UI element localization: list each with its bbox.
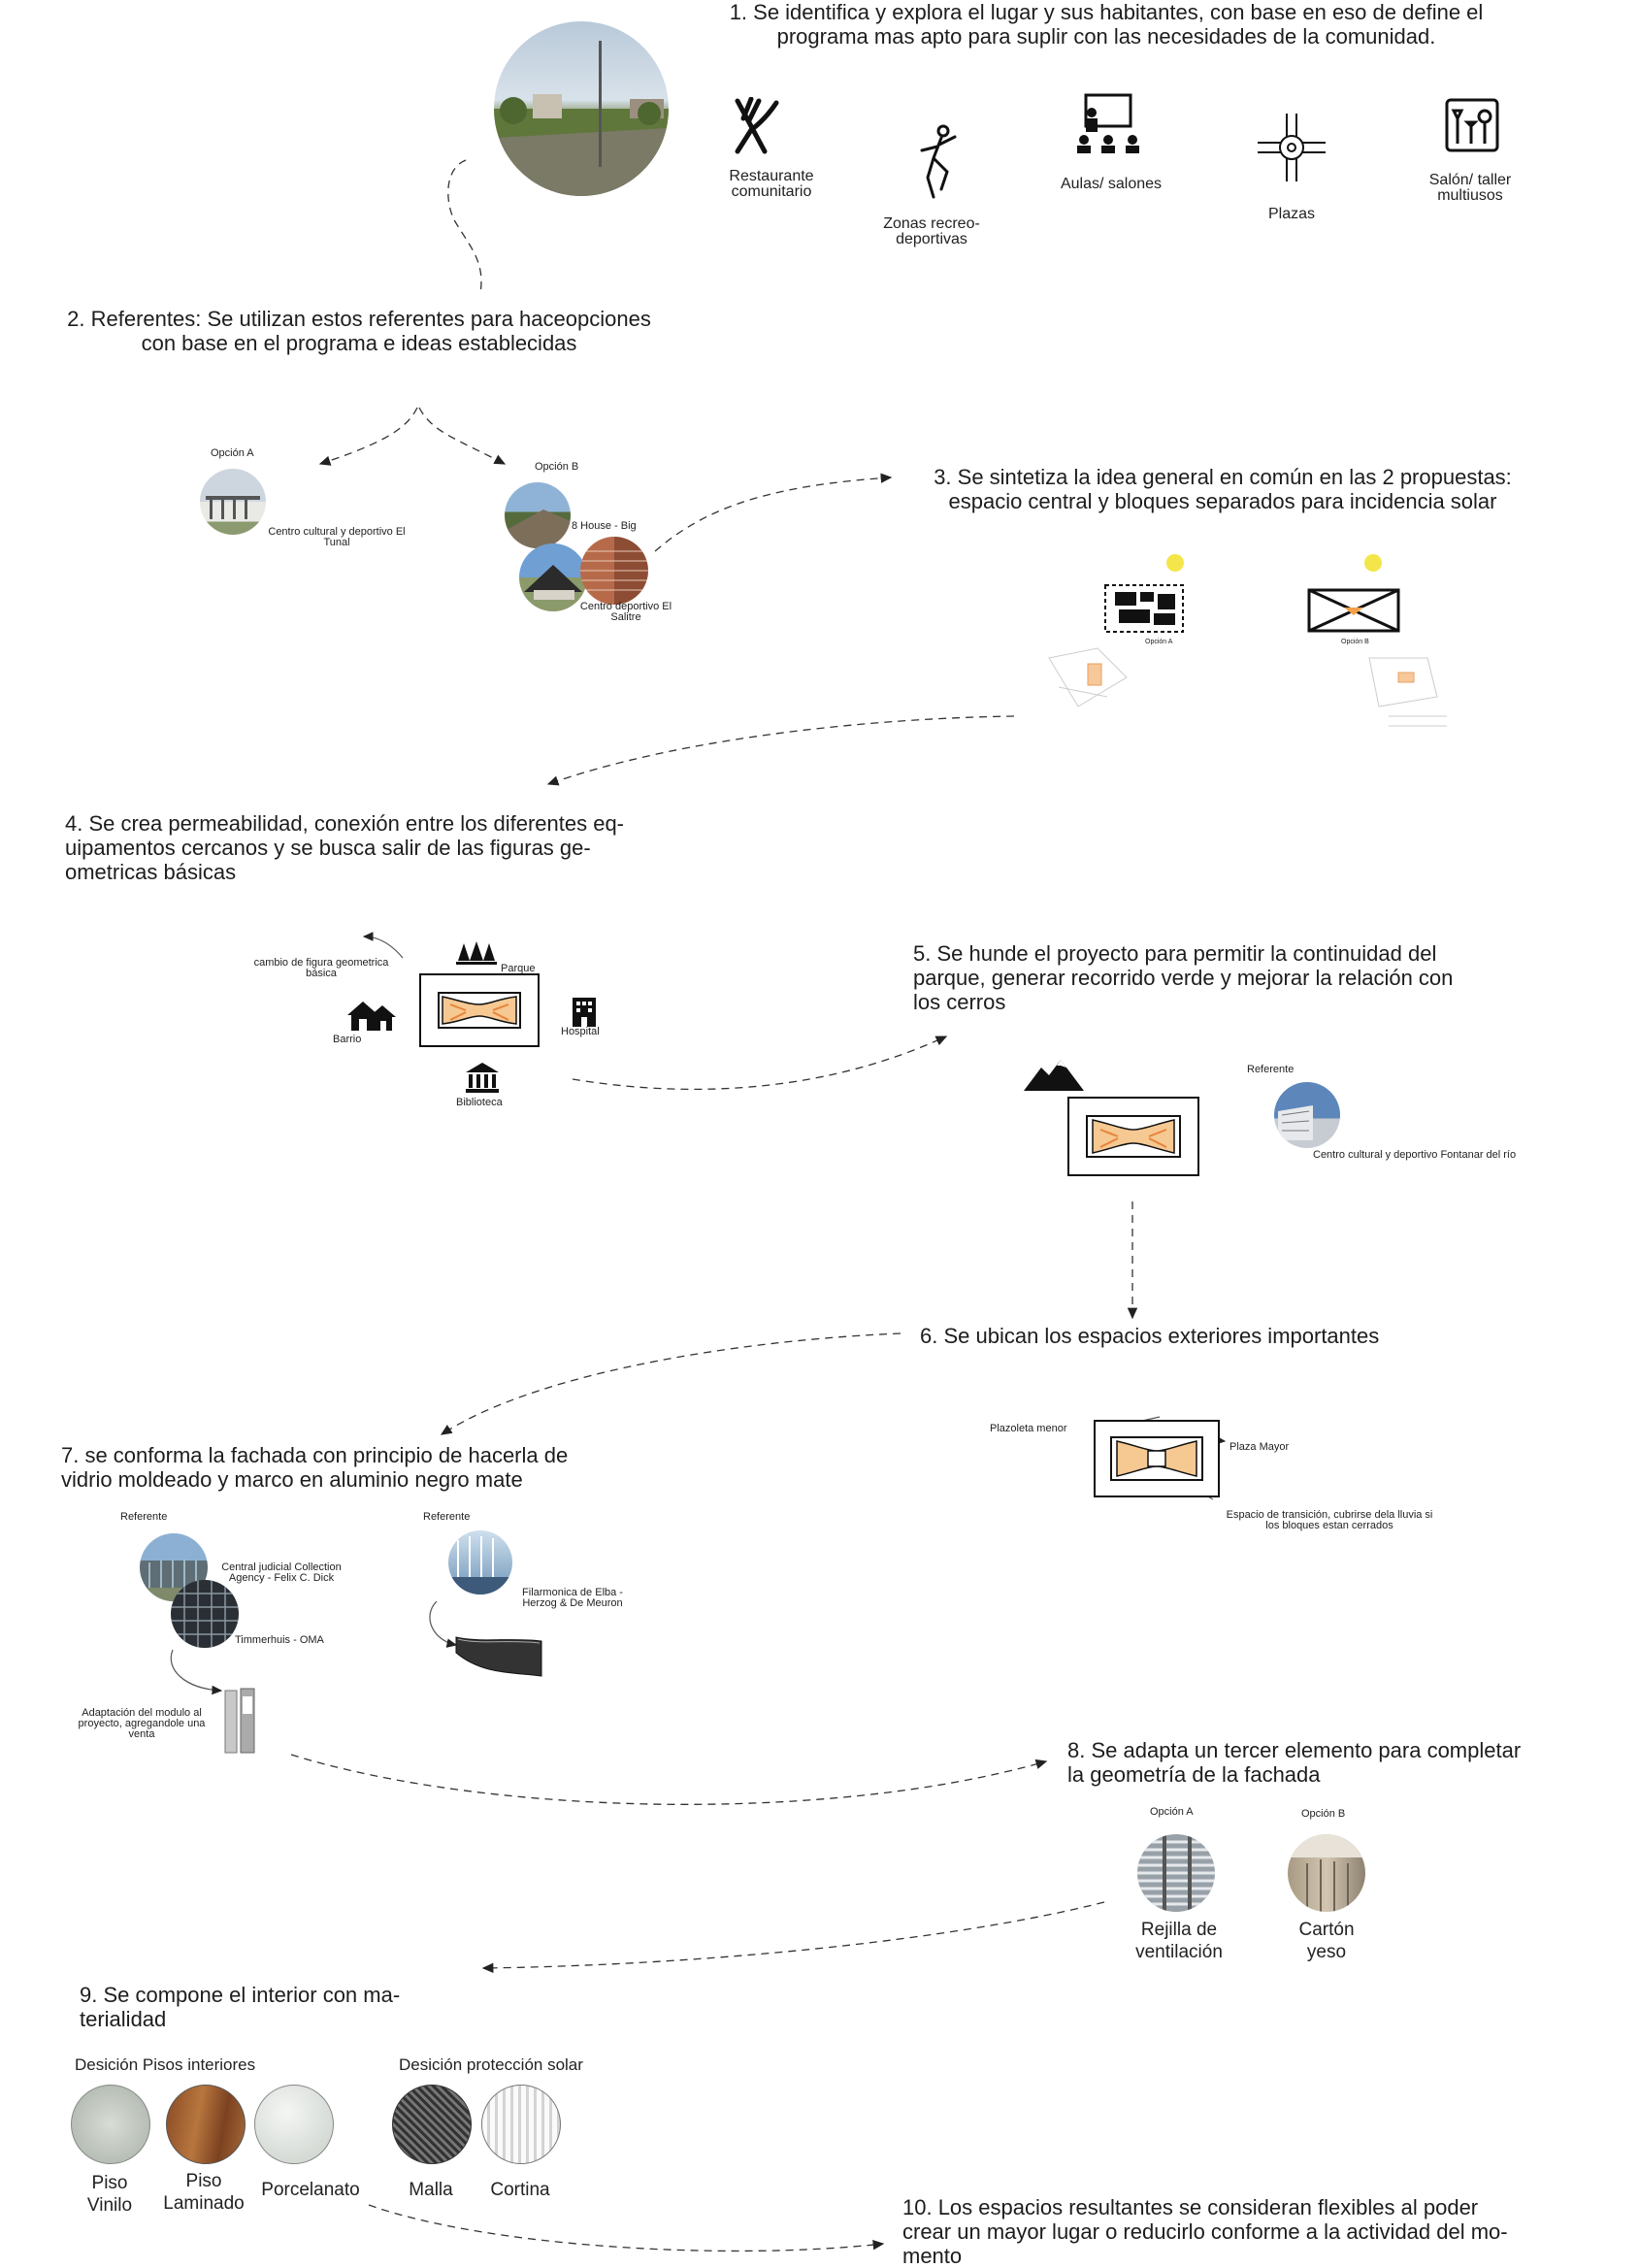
- connector-1-2: [447, 159, 482, 294]
- step4-text: 4. Se crea permeabilidad, conexión entre…: [65, 811, 625, 884]
- tunal-photo: [200, 469, 266, 535]
- timmerhuis-caption: Timmerhuis - OMA: [235, 1634, 324, 1646]
- program-label-classroom: Aulas/ salones: [1060, 176, 1163, 192]
- mountain-icon: [1024, 1058, 1084, 1093]
- site-photo: [494, 21, 669, 196]
- neighborhood-label: Barrio: [333, 1034, 362, 1045]
- main-plaza-label: Plaza Mayor: [1229, 1441, 1290, 1453]
- mesh-swatch: [392, 2085, 472, 2164]
- timmerhuis-photo: [171, 1580, 239, 1648]
- connector-4-5: [572, 1035, 948, 1091]
- elbphilharmonie-photo: [448, 1530, 512, 1594]
- floors-heading: Desición Pisos interiores: [75, 2055, 256, 2074]
- roundabout-icon: [1258, 114, 1326, 181]
- 8house-photo: [505, 482, 571, 548]
- curtain-swatch: [481, 2085, 561, 2164]
- porcelain-swatch: [254, 2085, 334, 2164]
- facade-module: [223, 1687, 258, 1755]
- step7-referent2-label: Referente: [423, 1511, 471, 1523]
- mesh-label: Malla: [409, 2180, 453, 2200]
- sun-icon-a: [1166, 554, 1184, 572]
- ventilation-grille-photo: [1137, 1834, 1215, 1912]
- step1-text: 1. Se identifica y explora el lugar y su…: [729, 0, 1484, 49]
- tools-icon: [1444, 97, 1500, 153]
- step8-option-b-label: Opción B: [1301, 1808, 1346, 1820]
- connector-8-9: [481, 1901, 1105, 1974]
- sun-icon-b: [1364, 554, 1382, 572]
- option-a-massing: [1104, 584, 1184, 633]
- park-icon: [456, 941, 497, 967]
- drywall-photo: [1288, 1834, 1365, 1912]
- salitre-photo-2: [580, 537, 648, 605]
- step9-text: 9. Se compone el interior con ma- terial…: [80, 1983, 401, 2031]
- porcelain-label: Porcelanato: [261, 2180, 360, 2200]
- program-label-plazas: Plazas: [1267, 206, 1316, 222]
- fontanar-caption: Centro cultural y deportivo Fontanar del…: [1313, 1149, 1517, 1161]
- library-icon: [466, 1063, 499, 1094]
- dancer-icon: [912, 121, 961, 199]
- connector-7-8: [290, 1754, 1048, 1805]
- hospital-label: Hospital: [561, 1026, 600, 1037]
- step4-plan: [419, 973, 540, 1047]
- option-b-label: Opción B: [535, 461, 579, 473]
- fork-knife-icon: [730, 96, 784, 155]
- connector-3-4: [546, 715, 1015, 786]
- step5-plan: [1067, 1097, 1199, 1176]
- curved-glass-module: [452, 1624, 543, 1678]
- park-label: Parque: [501, 963, 536, 974]
- connector-2-3: [654, 473, 893, 552]
- step8-option-a-label: Opción A: [1150, 1806, 1194, 1818]
- connector-2-a: [318, 407, 418, 466]
- step5-referent-label: Referente: [1247, 1064, 1295, 1075]
- salitre-photo-1: [519, 543, 587, 611]
- step5-text: 5. Se hunde el proyecto para permitir la…: [913, 941, 1454, 1014]
- solar-heading: Desición protección solar: [399, 2055, 583, 2074]
- neighborhood-icon: [345, 1000, 396, 1033]
- classroom-icon: [1074, 93, 1142, 153]
- step3-label-a: Opción A: [1145, 639, 1173, 645]
- step3-text: 3. Se sintetiza la idea general en común…: [934, 465, 1512, 513]
- connector-9-10: [368, 2204, 885, 2252]
- option-a-label: Opción A: [211, 447, 254, 459]
- connector-6-7: [440, 1332, 901, 1435]
- step6-text: 6. Se ubican los espacios exteriores imp…: [920, 1324, 1380, 1348]
- step2-text: 2. Referentes: Se utilizan estos referen…: [67, 307, 651, 355]
- elbphilharmonie-caption: Filarmonica de Elba -Herzog & De Meuron: [522, 1587, 623, 1609]
- step10-text: 10. Los espacios resultantes se consider…: [902, 2195, 1508, 2268]
- transition-label: Espacio de transición, cubrirse dela llu…: [1226, 1509, 1433, 1531]
- hospital-icon: [570, 996, 599, 1027]
- connector-2-b: [418, 407, 507, 465]
- vinyl-swatch: [71, 2085, 150, 2164]
- step8-text: 8. Se adapta un tercer elemento para com…: [1067, 1738, 1522, 1787]
- program-label-sports: Zonas recreo-deportivas: [883, 215, 980, 247]
- curtain-label: Cortina: [490, 2180, 550, 2200]
- option-b-massing: [1307, 588, 1400, 633]
- step6-plan: [1094, 1420, 1220, 1497]
- step3-label-b: Opción B: [1341, 639, 1369, 645]
- library-label: Biblioteca: [456, 1097, 503, 1108]
- laminate-swatch: [166, 2085, 246, 2164]
- 8house-caption: 8 House - Big: [572, 520, 637, 532]
- step7-referent1-label: Referente: [120, 1511, 168, 1523]
- fontanar-photo: [1274, 1082, 1340, 1148]
- step3-diagrams: [1039, 551, 1466, 745]
- step7-text: 7. se conforma la fachada con principio …: [61, 1443, 569, 1492]
- small-plaza-label: Plazoleta menor: [990, 1423, 1067, 1434]
